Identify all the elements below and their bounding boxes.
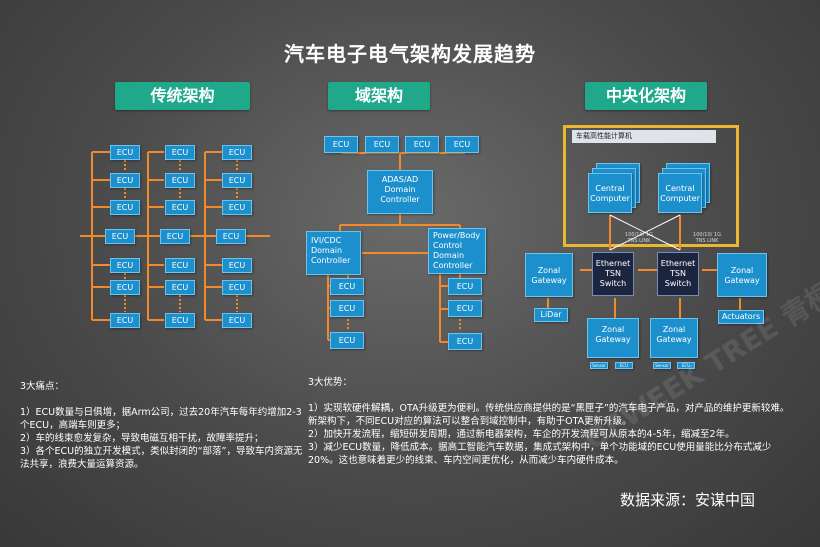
zonal-gateway-bottom: Zonal Gateway — [650, 318, 698, 358]
domain-ecu: ECU — [448, 300, 482, 317]
lidar: LiDar — [534, 308, 568, 322]
trad-ecu: ECU — [165, 200, 195, 215]
domain-ecu: ECU — [330, 332, 364, 349]
right-note-item: 3）减少ECU数量，降低成本。据高工智能汽车数据，集成式架构中，单个功能域的EC… — [308, 442, 772, 466]
sensor-node: Sensor — [590, 362, 608, 369]
trad-ecu: ECU — [222, 173, 252, 188]
domain-ecu: ECU — [405, 136, 439, 153]
ethernet-tsn-switch: Ethernet TSN Switch — [657, 252, 699, 296]
left-notes-title: 3大痛点： — [20, 381, 65, 392]
left-note-item: 2）车的线束愈发复杂，导致电磁互相干扰，故障率提升； — [20, 433, 264, 444]
central-compute-frame — [563, 125, 739, 247]
trad-ecu: ECU — [110, 173, 140, 188]
trad-ecu: ECU — [165, 258, 195, 273]
central-computer: Central Computer — [658, 173, 702, 213]
ivi-domain-controller: IVI/CDC Domain Controller — [306, 231, 361, 275]
left-notes: 3大痛点： 1）ECU数量与日俱增，据Arm公司，过去20年汽车每年约增加2-3… — [20, 380, 305, 471]
trad-ecu: ECU — [110, 200, 140, 215]
trad-ecu: ECU — [110, 145, 140, 160]
left-note-item: 1）ECU数量与日俱增，据Arm公司，过去20年汽车每年约增加2-3个ECU，高… — [20, 407, 302, 431]
right-note-item: 1）实现软硬件解耦，OTA升级更为便利。传统供应商提供的是“黑匣子”的汽车电子产… — [308, 403, 790, 427]
trad-ecu: ECU — [105, 229, 135, 244]
page-title: 汽车电子电气架构发展趋势 — [284, 42, 536, 66]
sensor-node: ECU — [677, 362, 695, 369]
trad-ecu: ECU — [222, 313, 252, 328]
adas-domain-controller: ADAS/AD Domain Controller — [367, 170, 433, 214]
trad-ecu: ECU — [165, 173, 195, 188]
trad-ecu: ECU — [110, 258, 140, 273]
power-body-domain-controller: Power/Body Control Domain Controller — [428, 228, 486, 274]
left-note-item: 3）各个ECU的独立开发模式，类似封闭的“部落”，导致车内资源无法共享，浪费大量… — [20, 446, 303, 470]
ethernet-tsn-switch: Ethernet TSN Switch — [592, 252, 634, 296]
platform-label: 车载高性能计算机 — [572, 130, 716, 143]
trad-ecu: ECU — [165, 313, 195, 328]
data-source: 数据来源：安谋中国 — [620, 491, 756, 509]
right-notes: 3大优势： 1）实现软硬件解耦，OTA升级更为便利。传统供应商提供的是“黑匣子”… — [308, 376, 790, 467]
zonal-gateway-left: Zonal Gateway — [525, 253, 573, 297]
trad-ecu: ECU — [222, 145, 252, 160]
trad-ecu: ECU — [222, 280, 252, 295]
zonal-gateway-right: Zonal Gateway — [717, 253, 767, 297]
trad-ecu: ECU — [165, 280, 195, 295]
domain-ecu: ECU — [365, 136, 399, 153]
trad-ecu: ECU — [222, 200, 252, 215]
sensor-node: ECU — [615, 362, 633, 369]
trad-ecu: ECU — [160, 229, 190, 244]
header-domain: 域架构 — [328, 82, 430, 110]
trad-ecu: ECU — [222, 258, 252, 273]
zonal-gateway-bottom: Zonal Gateway — [587, 318, 639, 358]
right-note-item: 2）加快开发流程，缩短研发周期，通过新电器架构，车企的开发流程可从原本的4-5年… — [308, 429, 735, 440]
domain-ecu: ECU — [330, 278, 364, 295]
link-label: 100/10/ 1G TNS LINK — [693, 232, 721, 244]
central-computer: Central Computer — [588, 173, 632, 213]
right-notes-title: 3大优势： — [308, 377, 353, 388]
actuators: Actuators — [718, 310, 764, 324]
trad-ecu: ECU — [110, 280, 140, 295]
trad-ecu: ECU — [216, 229, 246, 244]
domain-ecu: ECU — [448, 333, 482, 350]
header-traditional: 传统架构 — [115, 82, 250, 110]
header-central: 中央化架构 — [585, 82, 707, 110]
domain-ecu: ECU — [324, 136, 358, 153]
domain-ecu: ECU — [445, 136, 479, 153]
trad-ecu: ECU — [165, 145, 195, 160]
sensor-node: Sensor — [653, 362, 671, 369]
domain-ecu: ECU — [448, 278, 482, 295]
domain-ecu: ECU — [330, 300, 364, 317]
trad-ecu: ECU — [110, 313, 140, 328]
